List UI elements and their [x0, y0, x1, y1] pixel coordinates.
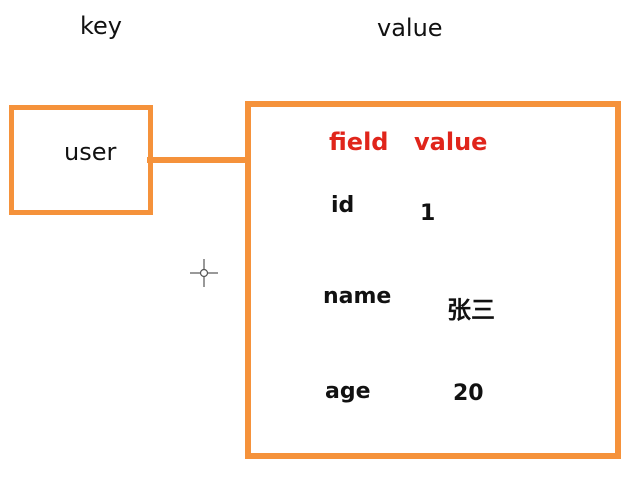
value-name: 张三 — [447, 296, 495, 324]
key-value-connector — [147, 157, 245, 163]
field-age: age — [325, 379, 371, 404]
key-box: user — [9, 105, 153, 215]
key-header: key — [80, 12, 123, 40]
value-age: 20 — [453, 381, 484, 406]
value-box: field value id 1 name 张三 age 20 — [245, 101, 621, 459]
key-label: user — [64, 138, 117, 166]
value-id: 1 — [420, 201, 436, 226]
crosshair-cursor-icon — [190, 259, 218, 287]
value-header: value — [377, 14, 443, 42]
field-column-header: field — [329, 128, 389, 156]
field-name: name — [323, 284, 392, 309]
field-id: id — [331, 193, 355, 218]
value-column-header: value — [414, 128, 488, 156]
